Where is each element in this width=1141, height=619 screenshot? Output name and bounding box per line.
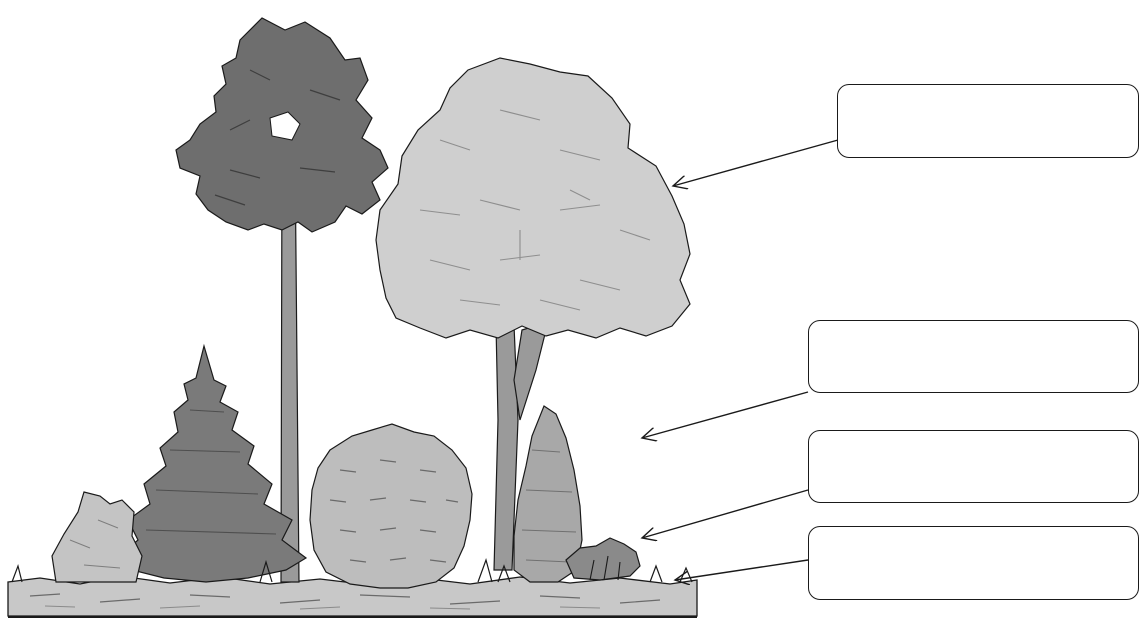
arrow-shrub-layer: [642, 489, 809, 538]
label-box-shrub[interactable]: [808, 430, 1139, 503]
label-box-canopy[interactable]: [837, 84, 1139, 158]
spruce-tree: [119, 343, 308, 583]
arrow-ground-layer: [675, 559, 809, 580]
tall-pine-tree: [175, 17, 389, 583]
label-box-ground[interactable]: [808, 526, 1139, 600]
small-left-shrub: [51, 491, 143, 583]
columnar-shrub: [513, 405, 583, 583]
arrow-canopy-layer: [673, 139, 839, 186]
broadleaf-tree: [375, 57, 691, 571]
round-bush: [309, 423, 473, 589]
grass-tufts: [11, 558, 693, 583]
herb-plant: [565, 537, 641, 581]
label-box-understory[interactable]: [808, 320, 1139, 393]
arrow-understory-layer: [642, 391, 809, 438]
